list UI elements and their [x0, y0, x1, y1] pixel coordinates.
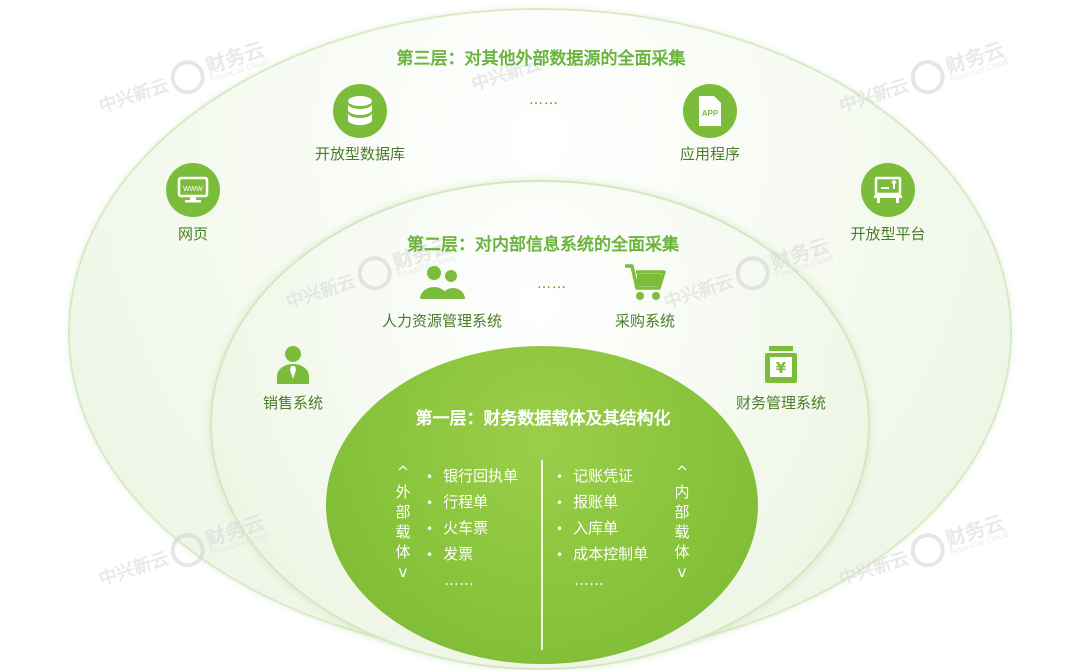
hr-system-label: 人力资源管理系统: [381, 312, 503, 330]
carrier-divider: [541, 460, 543, 650]
layer-3-ellipsis: ……: [529, 92, 559, 108]
application-label: 应用程序: [679, 145, 741, 163]
webpage-monitor-icon: WWW: [166, 163, 220, 217]
people-icon: [415, 260, 469, 306]
shopping-cart-icon: [618, 260, 672, 306]
layer-2-ellipsis: ……: [537, 276, 567, 292]
list-item: 成本控制单: [556, 541, 648, 567]
internal-carrier-label: ^ 内 部 载 体 v: [674, 463, 690, 581]
watermark-logo-icon: [906, 528, 950, 572]
app-file-icon: APP: [683, 84, 737, 138]
internal-carrier-list: 记账凭证 报账单 入库单 成本控制单 ……: [556, 463, 648, 593]
layer-3-title: 第三层：对其他外部数据源的全面采集: [396, 49, 686, 69]
watermark-logo-icon: [166, 55, 210, 99]
sales-system-label: 销售系统: [262, 394, 324, 412]
svg-text:APP: APP: [702, 109, 719, 118]
salesperson-icon: [266, 342, 320, 388]
external-carrier-label: ^ 外 部 载 体 v: [395, 463, 411, 581]
list-item: 银行回执单: [426, 463, 518, 489]
purchasing-system-label: 采购系统: [614, 312, 676, 330]
svg-text:WWW: WWW: [183, 186, 203, 193]
list-ellipsis: ……: [444, 571, 474, 589]
list-item: 报账单: [556, 489, 648, 515]
svg-text:¥: ¥: [776, 359, 787, 377]
list-item: 行程单: [426, 489, 518, 515]
open-database-label: 开放型数据库: [314, 145, 406, 163]
list-ellipsis: ……: [574, 571, 604, 589]
database-icon: [333, 84, 387, 138]
list-item: 发票: [426, 541, 518, 567]
webpage-label: 网页: [177, 225, 209, 243]
layer-1-title: 第一层：财务数据载体及其结构化: [415, 409, 671, 429]
list-item: 入库单: [556, 515, 648, 541]
list-item: 记账凭证: [556, 463, 648, 489]
external-carrier-list: 银行回执单 行程单 火车票 发票 ……: [426, 463, 518, 593]
list-item: 火车票: [426, 515, 518, 541]
watermark-logo-icon: [906, 55, 950, 99]
finance-system-label: 财务管理系统: [735, 394, 827, 412]
platform-icon: [861, 163, 915, 217]
yen-register-icon: ¥: [754, 342, 808, 388]
open-platform-label: 开放型平台: [850, 225, 926, 243]
layer-2-title: 第二层：对内部信息系统的全面采集: [407, 235, 679, 255]
